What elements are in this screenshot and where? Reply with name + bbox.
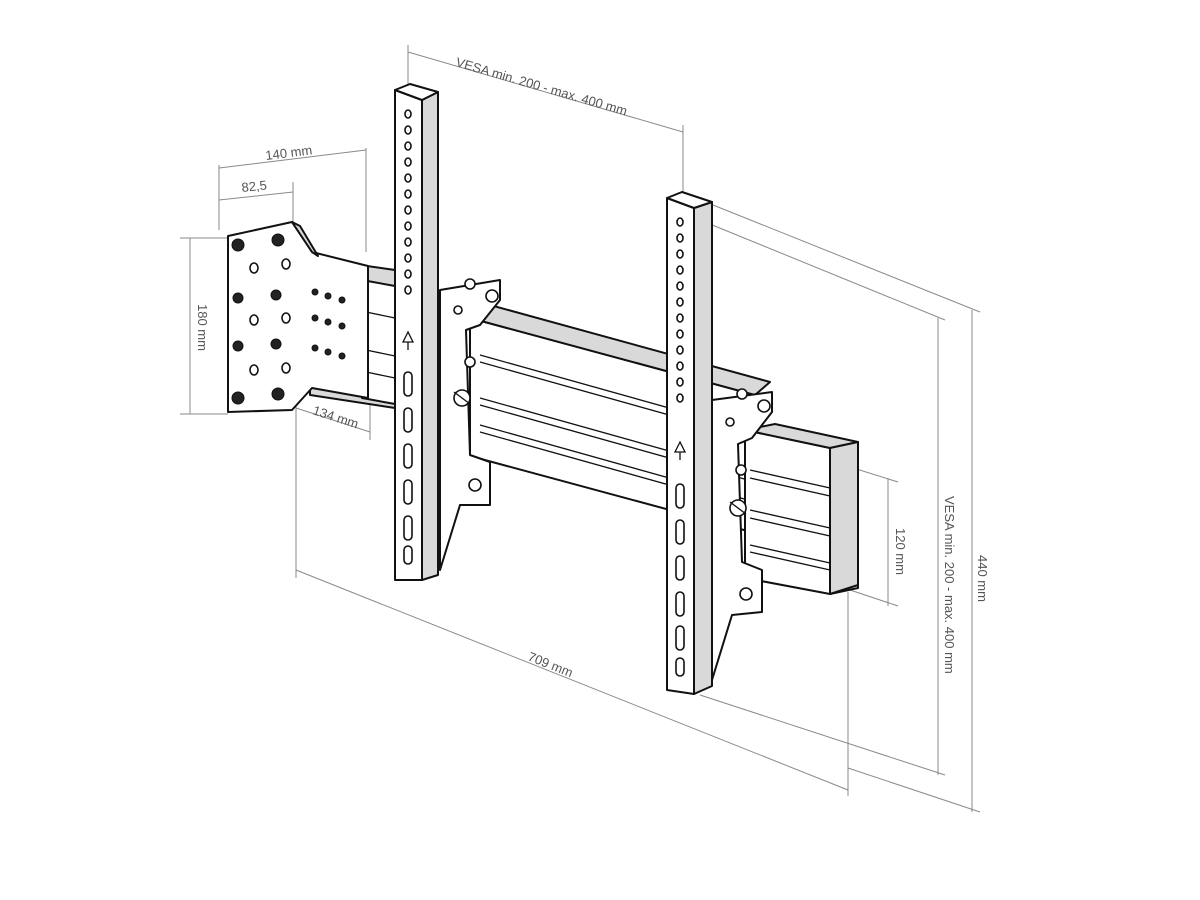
- vesa-horizontal-label: VESA min. 200 - max. 400 mm: [454, 54, 629, 118]
- rail-height-label: 120 mm: [893, 528, 908, 575]
- hole-offset-label: 82,5: [241, 177, 268, 195]
- wall-plate: [227, 221, 369, 413]
- total-width-label: 709 mm: [526, 649, 575, 680]
- left-vesa-upright: [394, 83, 501, 581]
- vesa-vertical-label: VESA min. 200 - max. 400 mm: [942, 496, 957, 674]
- arm-depth-label: 134 mm: [311, 403, 360, 432]
- dimension-lines: [180, 45, 981, 813]
- plate-height-label: 180 mm: [195, 304, 210, 351]
- right-vesa-upright: [666, 191, 773, 695]
- horizontal-rail: [309, 257, 859, 595]
- total-height-label: 440 mm: [975, 555, 990, 602]
- plate-width-label: 140 mm: [265, 142, 313, 163]
